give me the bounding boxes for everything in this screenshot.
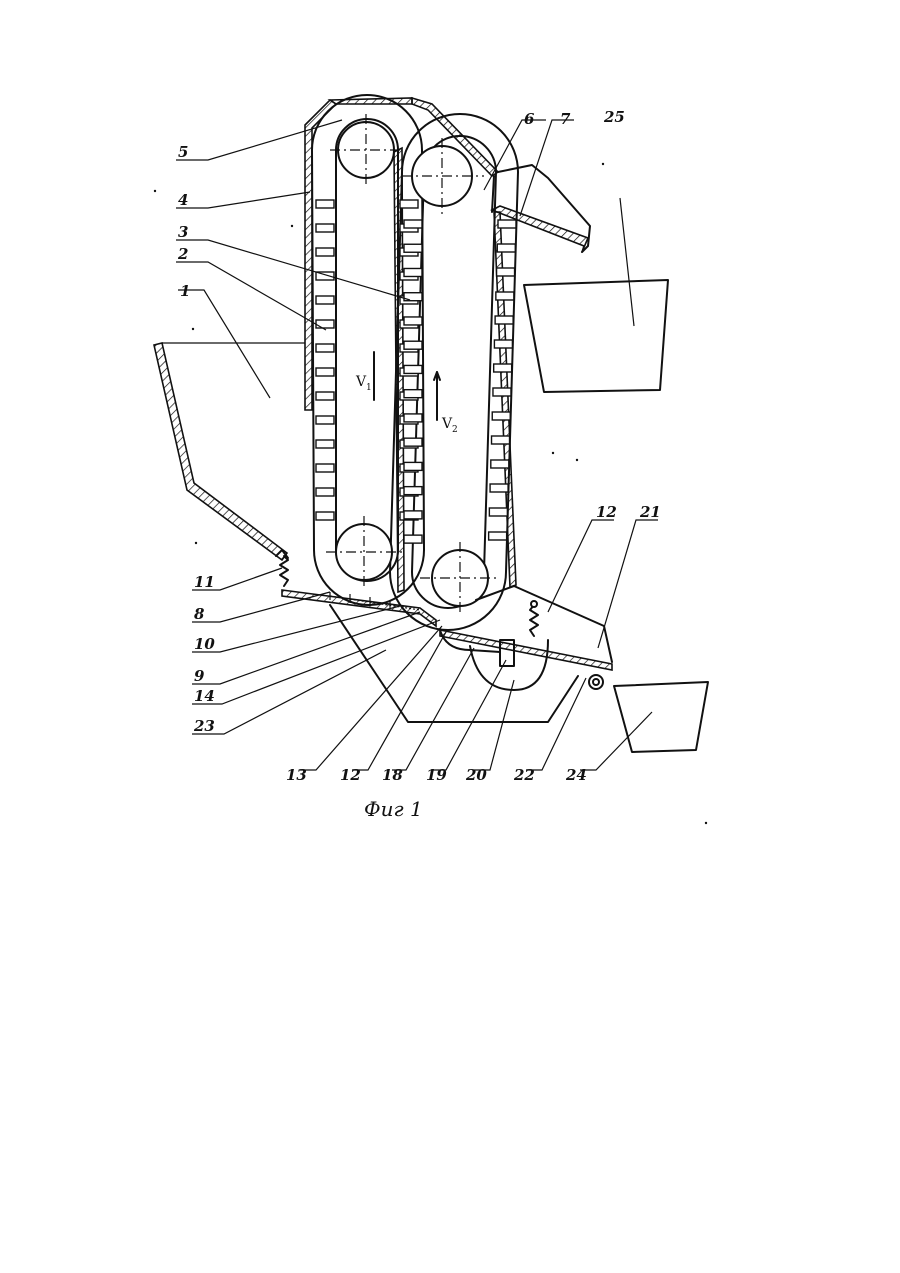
callout-8: 8 [194, 605, 205, 623]
belt-slat [316, 416, 334, 424]
container-25 [524, 280, 668, 392]
belt-slat [404, 244, 422, 252]
belt-slat [404, 390, 422, 398]
callout-14: 14 [194, 687, 215, 705]
collector-23 [330, 605, 578, 722]
belt-slat [492, 412, 510, 420]
callout-1: 1 [180, 282, 190, 300]
callout-10: 10 [194, 635, 215, 653]
belt-slat [316, 296, 334, 304]
belt-slat [316, 224, 334, 232]
hopper [154, 343, 305, 560]
belt-slat [489, 532, 507, 540]
discharge-chute [492, 165, 590, 252]
belt-slat [489, 508, 507, 516]
callout-22: 22 [513, 766, 535, 784]
belt-slat [404, 317, 422, 325]
belt-slat [404, 511, 422, 519]
belt-slat [316, 344, 334, 352]
belt-slat [316, 248, 334, 256]
belt-slat [316, 512, 334, 520]
callout-18: 18 [382, 766, 403, 784]
velocity-v2: V 2 [434, 372, 458, 435]
callout-12-bottom: 12 [340, 766, 361, 784]
callout-12-top: 12 [596, 503, 617, 521]
belt-slat [490, 484, 508, 492]
belt-slat [316, 368, 334, 376]
belt-slat [404, 462, 422, 470]
belt-slat [404, 487, 422, 495]
callout-5: 5 [178, 143, 188, 161]
callout-2: 2 [177, 245, 188, 263]
belt-slat [316, 464, 334, 472]
belt-slat [491, 460, 509, 468]
belt-slat [495, 316, 513, 324]
callout-23: 23 [193, 717, 215, 735]
belt-slat [496, 292, 514, 300]
callout-25: 25 [603, 108, 625, 126]
belt-slat [492, 436, 510, 444]
velocity-v1: V 1 [355, 352, 374, 400]
belt-slat [404, 220, 422, 228]
figure-caption: Фиг 1 [364, 797, 423, 821]
belt-slat [400, 200, 418, 208]
belt-slat [316, 440, 334, 448]
callout-24: 24 [565, 766, 587, 784]
callout-11: 11 [194, 573, 215, 591]
belt-slat [404, 414, 422, 422]
spring-11 [280, 556, 288, 586]
belt-slat [498, 220, 516, 228]
belt-slat [316, 488, 334, 496]
callout-21: 21 [639, 503, 661, 521]
belt-slat [404, 438, 422, 446]
belt-slat [404, 535, 422, 543]
belt-slat [404, 341, 422, 349]
callout-19: 19 [426, 766, 447, 784]
callout-13: 13 [286, 766, 307, 784]
callout-6: 6 [524, 110, 535, 128]
belt-slat [404, 268, 422, 276]
belt-slat [316, 392, 334, 400]
v1-subscript: 1 [366, 383, 372, 393]
belt-slat [404, 365, 422, 373]
belt-slat [316, 320, 334, 328]
container-24 [614, 682, 708, 752]
belt-slat [497, 244, 515, 252]
belt-slat [493, 388, 511, 396]
callout-3: 3 [178, 223, 188, 241]
belt-slat [494, 340, 512, 348]
bottom-tray [282, 590, 436, 626]
callout-7: 7 [560, 110, 571, 128]
belt-slat [497, 268, 515, 276]
belt-slat [494, 364, 512, 372]
v2-subscript: 2 [452, 425, 458, 435]
belt-slat [316, 200, 334, 208]
callout-4: 4 [178, 191, 188, 209]
callout-20: 20 [465, 766, 487, 784]
callout-9: 9 [194, 667, 205, 685]
